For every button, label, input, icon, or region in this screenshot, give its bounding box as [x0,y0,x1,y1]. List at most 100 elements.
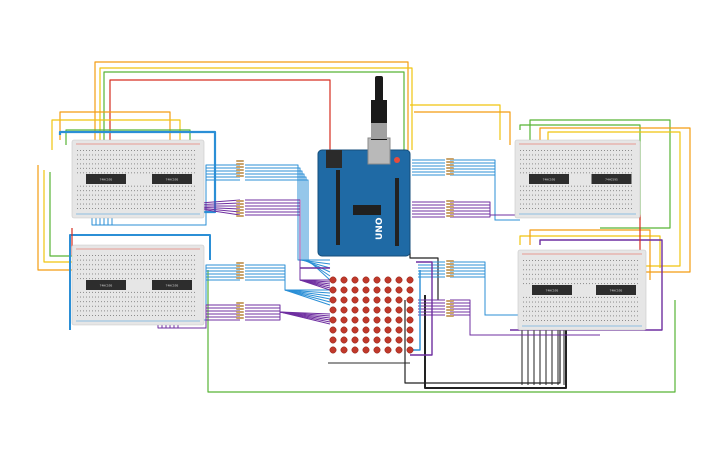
led[interactable] [373,316,381,324]
led[interactable] [340,326,348,334]
led[interactable] [384,326,392,334]
led[interactable] [340,336,348,344]
reset-button-icon[interactable] [394,157,400,163]
wire[interactable] [547,131,681,267]
led[interactable] [406,336,414,344]
led[interactable] [362,286,370,294]
led[interactable] [329,306,337,314]
wire[interactable] [245,273,331,300]
wire[interactable] [207,270,676,393]
led[interactable] [384,296,392,304]
led[interactable] [384,316,392,324]
wire[interactable] [529,119,671,229]
led[interactable] [395,346,403,354]
wire[interactable] [424,295,567,389]
wire[interactable] [37,165,82,271]
led[interactable] [362,276,370,284]
led[interactable] [406,346,414,354]
led[interactable] [351,326,359,334]
wire[interactable] [410,261,433,356]
wire[interactable] [245,205,331,285]
led[interactable] [340,306,348,314]
led[interactable] [373,336,381,344]
wire[interactable] [245,170,331,269]
wire[interactable] [450,174,520,221]
led[interactable] [329,346,337,354]
wire[interactable] [450,171,520,221]
wire[interactable] [51,119,181,150]
led[interactable] [384,276,392,284]
led[interactable] [395,316,403,324]
led[interactable] [329,316,337,324]
led[interactable] [384,346,392,354]
led[interactable] [395,276,403,284]
wire[interactable] [103,71,405,154]
wire[interactable] [109,79,331,150]
wire[interactable] [245,311,331,325]
power-jack-icon[interactable] [326,150,342,168]
led[interactable] [340,286,348,294]
led[interactable] [395,286,403,294]
wire[interactable] [539,127,691,273]
wire[interactable] [43,170,78,263]
wire[interactable] [529,229,651,280]
led[interactable] [340,346,348,354]
wire[interactable] [49,172,74,257]
wire[interactable] [245,307,331,317]
led[interactable] [406,306,414,314]
led[interactable] [362,346,370,354]
led[interactable] [395,326,403,334]
led[interactable] [340,276,348,284]
led[interactable] [362,296,370,304]
led[interactable] [362,336,370,344]
led[interactable] [362,326,370,334]
wire[interactable] [94,61,409,150]
wire[interactable] [450,165,520,221]
led[interactable] [384,336,392,344]
wire[interactable] [69,234,211,330]
led[interactable] [406,286,414,294]
led-matrix[interactable] [328,276,414,364]
led[interactable] [340,316,348,324]
led[interactable] [362,306,370,314]
led[interactable] [373,346,381,354]
led[interactable] [395,336,403,344]
wire[interactable] [409,250,439,300]
wire[interactable] [410,104,501,140]
led[interactable] [362,316,370,324]
led[interactable] [329,326,337,334]
led[interactable] [340,296,348,304]
wire[interactable] [245,176,331,277]
wire[interactable] [245,214,331,291]
led[interactable] [329,296,337,304]
led[interactable] [373,296,381,304]
led[interactable] [373,286,381,294]
arduino-uno[interactable]: UNO [317,76,411,257]
led[interactable] [351,286,359,294]
wire[interactable] [404,300,561,384]
wire[interactable] [245,173,331,273]
led[interactable] [373,306,381,314]
led[interactable] [406,316,414,324]
wire[interactable] [245,179,331,281]
led[interactable] [351,316,359,324]
led[interactable] [384,306,392,314]
led[interactable] [351,346,359,354]
wire[interactable] [450,276,530,316]
wire[interactable] [111,179,240,226]
led[interactable] [329,286,337,294]
usb-connector-icon[interactable] [367,137,391,165]
wire[interactable] [450,314,600,336]
led[interactable] [329,276,337,284]
led[interactable] [373,326,381,334]
led[interactable] [351,296,359,304]
led[interactable] [351,276,359,284]
led[interactable] [351,306,359,314]
led[interactable] [384,286,392,294]
led[interactable] [406,326,414,334]
